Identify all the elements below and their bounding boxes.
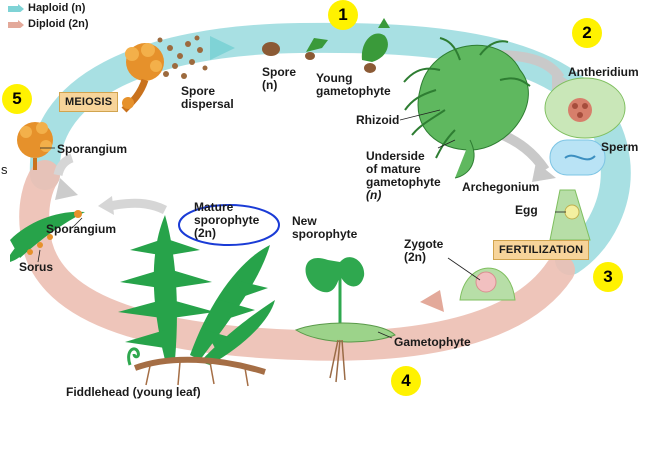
stage-1-badge: 1 xyxy=(328,0,358,30)
spore-label: Spore (n) xyxy=(262,66,296,92)
arrow-head-spore xyxy=(210,36,235,60)
zygote-detail xyxy=(459,267,516,301)
spore xyxy=(262,42,280,56)
legend-haploid-label: Haploid (n) xyxy=(28,2,86,14)
egg-label: Egg xyxy=(515,203,538,217)
sporangium-left xyxy=(17,122,53,170)
gametophyte-label: Gametophyte xyxy=(394,335,471,349)
pointer-lines xyxy=(40,109,566,339)
new-sporophyte-line1: New xyxy=(292,214,317,228)
spore-dispersal-line1: Spore xyxy=(181,84,216,98)
haploid-arrow-icon xyxy=(8,4,24,12)
fertilization-box: FERTILIZATION xyxy=(493,240,590,260)
new-sporophyte xyxy=(294,257,396,383)
legend-diploid-label: Diploid (2n) xyxy=(28,18,89,30)
arrow-head-meiosis xyxy=(55,178,78,200)
spore-dispersal-label: Spore dispersal xyxy=(181,85,234,111)
underside-line2: of mature xyxy=(366,162,421,176)
sperm-label: Sperm xyxy=(601,140,639,154)
underside-line4: (n) xyxy=(366,188,382,202)
young-gametophyte-line1: Young xyxy=(316,71,353,85)
gray-arrow-sporangium xyxy=(109,198,168,215)
rhizoid-label: Rhizoid xyxy=(356,113,400,127)
zygote-line2: (2n) xyxy=(404,250,426,264)
spore-cloud xyxy=(157,35,208,79)
antheridium-detail xyxy=(544,77,626,139)
spore-label-line2: (n) xyxy=(262,78,278,92)
edge-letter: s xyxy=(1,162,8,177)
spore-dispersal-line2: dispersal xyxy=(181,97,234,111)
sporangium-top-label: Sporangium xyxy=(57,142,128,156)
arrow-head-fertilization xyxy=(420,290,444,312)
gray-arrow-up xyxy=(53,153,74,177)
underside-line1: Underside xyxy=(366,149,425,163)
underside-gametophyte-label: Underside of mature gametophyte (n) xyxy=(366,150,441,202)
legend-diploid: Diploid (2n) xyxy=(8,18,89,30)
mature-sporophyte-line1: Mature xyxy=(194,200,234,214)
meiosis-box: MEIOSIS xyxy=(59,92,119,112)
fiddlehead xyxy=(127,347,140,366)
archegonium-detail xyxy=(549,189,591,241)
diploid-arc xyxy=(19,160,575,361)
sporangium-top-left xyxy=(121,43,164,113)
mature-sporophyte-line2: sporophyte xyxy=(194,213,260,227)
archegonium-label: Archegonium xyxy=(462,180,540,194)
zygote-line1: Zygote xyxy=(404,237,444,251)
antheridium-label: Antheridium xyxy=(568,65,639,79)
new-sporophyte-label: New sporophyte xyxy=(292,215,357,241)
rhizome xyxy=(133,356,266,375)
new-sporophyte-line2: sporophyte xyxy=(292,227,358,241)
mature-sporophyte-line3: (2n) xyxy=(194,226,216,240)
young-gametophyte-label: Young gametophyte xyxy=(316,72,391,98)
young-gametophyte-line2: gametophyte xyxy=(316,84,391,98)
legend-haploid: Haploid (n) xyxy=(8,2,85,14)
sporangium-left-label: Sporangium xyxy=(46,222,117,236)
underside-line3: gametophyte xyxy=(366,175,441,189)
mature-sporophyte xyxy=(118,215,275,365)
spore-label-line1: Spore xyxy=(262,65,297,79)
mature-gametophyte xyxy=(403,37,531,179)
diploid-arrow-icon xyxy=(8,20,24,28)
stage-3-badge: 3 xyxy=(593,262,623,292)
haploid-arc xyxy=(29,22,631,275)
annotation-circle xyxy=(178,204,280,246)
stage-4-badge: 4 xyxy=(391,366,421,396)
young-gametophyte xyxy=(305,18,390,73)
sorus-label: Sorus xyxy=(19,260,54,274)
stage-2-badge: 2 xyxy=(572,18,602,48)
fiddlehead-label: Fiddlehead (young leaf) xyxy=(66,385,201,399)
sorus-leaf xyxy=(10,210,85,262)
stage-5-badge: 5 xyxy=(2,84,32,114)
mature-sporophyte-label: Mature sporophyte (2n) xyxy=(194,201,259,240)
zygote-label: Zygote (2n) xyxy=(404,238,443,264)
